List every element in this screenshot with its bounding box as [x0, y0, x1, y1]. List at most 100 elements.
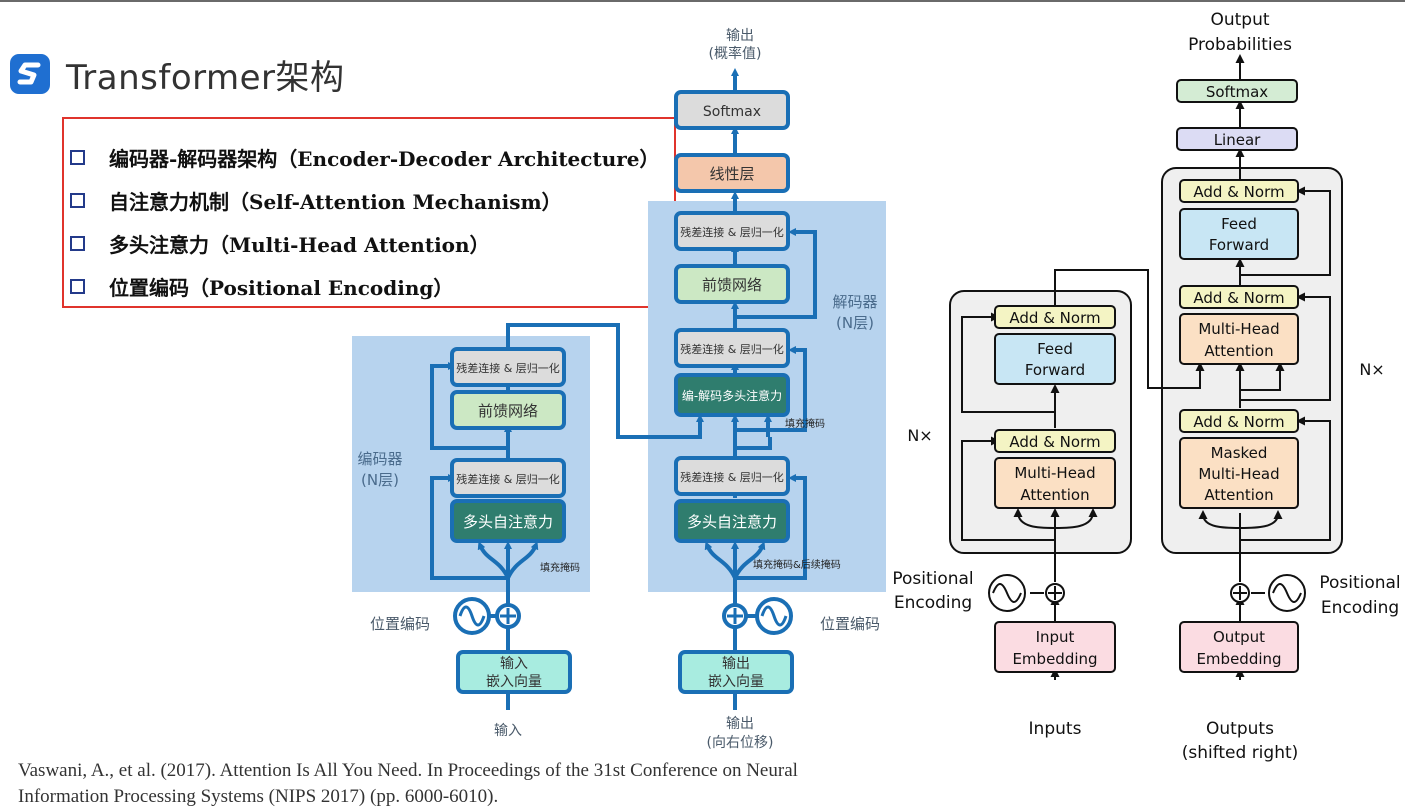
en-mha-text: Multi-Head	[1198, 465, 1279, 483]
en-embedding-text: Embedding	[1012, 650, 1097, 668]
cn-output-label: 输出	[726, 716, 754, 732]
cn-softmax-box: Softmax	[674, 90, 790, 130]
en-attention-text: Attention	[1020, 486, 1089, 504]
en-mha-text: Multi-Head	[1014, 464, 1095, 482]
top-rule	[0, 0, 1405, 2]
cn-pad-future-mask-label: 填充掩码&后续掩码	[753, 558, 841, 571]
en-addnorm-text: Add & Norm	[1009, 309, 1100, 327]
cn-linear-box: 线性层	[674, 153, 790, 193]
en-softmax-text: Softmax	[1206, 83, 1268, 101]
en-pos-label-2: Encoding	[1321, 598, 1399, 618]
cn-dec-norm1-box: 残差连接 & 层归一化	[674, 456, 790, 496]
cn-embed-line2: 嵌入向量	[708, 674, 764, 690]
square-bullet-icon	[70, 150, 85, 165]
cn-dec-embed-box: 输出 嵌入向量	[678, 650, 794, 694]
cn-pos-enc-label: 位置编码	[820, 615, 880, 633]
cn-enc-pos-encoding	[453, 597, 521, 635]
cn-pad-mask-label: 填充掩码	[785, 417, 825, 430]
en-embedding-text: Embedding	[1196, 650, 1281, 668]
cn-enc-norm2-box: 残差连接 & 层归一化	[450, 347, 566, 387]
cn-pos-enc-label: 位置编码	[370, 615, 430, 633]
encoder-label-n: (N层)	[361, 471, 399, 489]
en-enc-addnorm2-box: Add & Norm	[994, 305, 1116, 329]
cn-ffn-text: 前馈网络	[478, 402, 538, 420]
en-forward-text: Forward	[1209, 236, 1269, 254]
cn-selfattn-text: 多头自注意力	[687, 513, 777, 531]
cn-norm-text: 残差连接 & 层归一化	[680, 342, 784, 356]
page-title: Transformer架构	[66, 58, 345, 98]
square-bullet-icon	[70, 193, 85, 208]
en-feed-text: Feed	[1221, 215, 1257, 233]
en-pos-label-1: Positional	[1319, 573, 1400, 593]
cn-dec-ffn-box: 前馈网络	[674, 264, 790, 304]
cn-output-shift-label: (向右位移)	[707, 735, 774, 751]
cn-dec-pos-encoding	[722, 597, 793, 635]
en-enc-pos-encoding	[988, 574, 1065, 612]
en-output-label: Output	[1210, 10, 1269, 30]
bullet-item: 多头注意力（Multi-Head Attention）	[70, 229, 490, 258]
cn-pad-mask-label: 填充掩码	[540, 561, 580, 574]
en-input-text: Input	[1036, 628, 1075, 646]
en-dec-addnorm2-box: Add & Norm	[1179, 285, 1299, 309]
cn-selfattn-text: 多头自注意力	[463, 513, 553, 531]
en-enc-mha-box: Multi-Head Attention	[994, 457, 1116, 509]
cn-transformer-diagram: 编码器 (N层) 解码器 (N层)	[352, 10, 1401, 763]
en-decoder-nx: N×	[1359, 360, 1384, 379]
en-addnorm-text: Add & Norm	[1193, 413, 1284, 431]
en-dec-addnorm1-box: Add & Norm	[1179, 409, 1299, 433]
bullet-text: 编码器-解码器架构（Encoder-Decoder Architecture）	[109, 147, 660, 171]
en-pos-label-2: Encoding	[894, 593, 972, 613]
en-addnorm-text: Add & Norm	[1193, 289, 1284, 307]
cn-top-prob-label: (概率值)	[709, 45, 762, 62]
decoder-label: 解码器	[832, 293, 877, 311]
en-outputs-label: Outputs	[1206, 719, 1274, 739]
en-shifted-label: (shifted right)	[1182, 743, 1299, 763]
en-dec-pos-encoding	[1230, 574, 1306, 612]
en-softmax-box: Softmax	[1176, 79, 1298, 103]
cn-embed-line2: 嵌入向量	[486, 674, 542, 690]
bullet-text: 自注意力机制（Self-Attention Mechanism）	[109, 190, 562, 214]
en-output-embedding-box: Output Embedding	[1179, 621, 1299, 673]
cn-embed-line1: 输出	[722, 656, 750, 672]
cn-softmax-text: Softmax	[703, 104, 761, 120]
cn-top-output-label: 输出	[726, 28, 754, 44]
en-enc-ffn-box: Feed Forward	[994, 333, 1116, 385]
cn-cross-attn-box: 编-解码多头注意力	[674, 373, 790, 417]
en-transformer-diagram: Softmax Linear Add & Norm Feed Forward A…	[892, 10, 1400, 763]
en-encoder-nx: N×	[907, 426, 932, 445]
en-enc-addnorm1-box: Add & Norm	[994, 429, 1116, 453]
en-encoder-block	[949, 290, 1132, 554]
square-bullet-icon	[70, 236, 85, 251]
cn-cross-attn-text: 编-解码多头注意力	[682, 388, 782, 403]
en-addnorm-text: Add & Norm	[1193, 183, 1284, 201]
cn-enc-embed-box: 输入 嵌入向量	[456, 650, 572, 694]
en-feed-text: Feed	[1037, 340, 1073, 358]
cn-input-label: 输入	[494, 723, 522, 739]
cn-dec-norm3-box: 残差连接 & 层归一化	[674, 211, 790, 251]
en-masked-text: Masked	[1211, 444, 1268, 462]
cn-enc-ffn-box: 前馈网络	[450, 390, 566, 430]
en-dec-mha-box: Multi-Head Attention	[1179, 313, 1299, 365]
en-probabilities-label: Probabilities	[1188, 35, 1292, 55]
bullet-item: 编码器-解码器架构（Encoder-Decoder Architecture）	[70, 143, 660, 172]
cn-ffn-text: 前馈网络	[702, 276, 762, 294]
cn-linear-text: 线性层	[709, 165, 754, 183]
cn-enc-selfattn-box: 多头自注意力	[450, 499, 566, 543]
en-forward-text: Forward	[1025, 361, 1085, 379]
en-pos-label-1: Positional	[892, 569, 973, 589]
encoder-label: 编码器	[357, 450, 402, 468]
bullet-item: 位置编码（Positional Encoding）	[70, 272, 453, 301]
cn-norm-text: 残差连接 & 层归一化	[680, 225, 784, 239]
en-attention-text: Attention	[1204, 342, 1273, 360]
en-dec-masked-mha-box: Masked Multi-Head Attention	[1179, 437, 1299, 509]
en-addnorm-text: Add & Norm	[1009, 433, 1100, 451]
square-bullet-icon	[70, 279, 85, 294]
bullet-text: 多头注意力（Multi-Head Attention）	[109, 233, 490, 257]
logo-icon	[10, 54, 50, 94]
decoder-label-n: (N层)	[836, 314, 874, 332]
bullet-text: 位置编码（Positional Encoding）	[109, 276, 454, 300]
en-linear-text: Linear	[1214, 131, 1261, 149]
cn-norm-text: 残差连接 & 层归一化	[680, 470, 784, 484]
en-attention-text: Attention	[1204, 486, 1273, 504]
bullet-item: 自注意力机制（Self-Attention Mechanism）	[70, 186, 562, 215]
